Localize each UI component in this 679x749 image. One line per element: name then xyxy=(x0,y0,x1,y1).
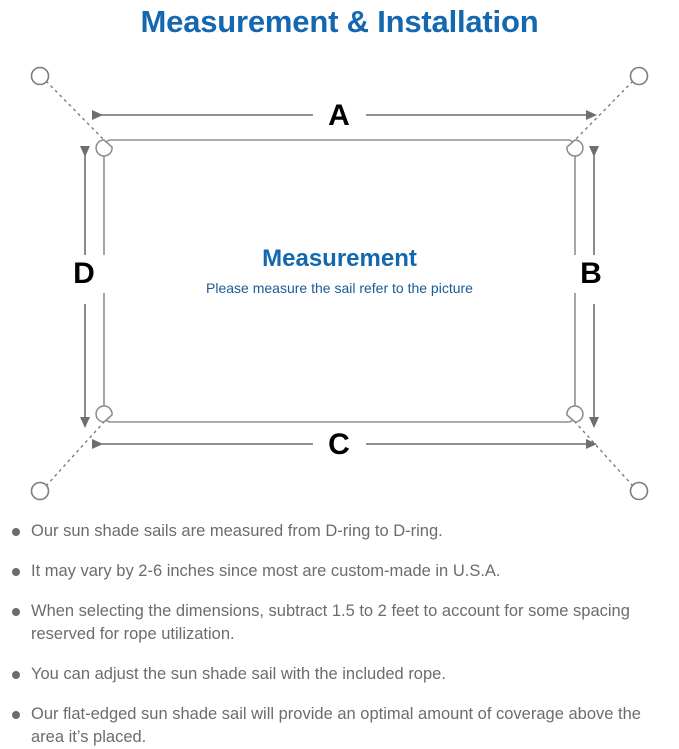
list-item-text: Our sun shade sails are measured from D-… xyxy=(31,522,443,540)
list-item: You can adjust the sun shade sail with t… xyxy=(0,663,679,686)
dimension-label-b: B xyxy=(570,255,612,293)
measurement-diagram: Measurement Please measure the sail refe… xyxy=(0,52,679,514)
diagram-center-heading: Measurement xyxy=(262,245,417,272)
list-item: When selecting the dimensions, subtract … xyxy=(0,600,679,646)
notes-list: Our sun shade sails are measured from D-… xyxy=(0,520,679,749)
bullet-icon xyxy=(12,608,20,616)
d-ring-bottom-left xyxy=(95,405,113,423)
sail-d-rings xyxy=(95,139,584,423)
diagram-center-subtext: Please measure the sail refer to the pic… xyxy=(206,280,473,296)
anchor-circle-bottom-left xyxy=(30,481,50,501)
d-ring-top-right xyxy=(566,139,584,157)
d-ring-top-left xyxy=(95,139,113,157)
list-item: Our sun shade sails are measured from D-… xyxy=(0,520,679,543)
rope-bottom-right xyxy=(574,421,634,487)
rope-top-left xyxy=(45,80,105,141)
dimension-label-c: C xyxy=(316,427,362,463)
list-item-text: Our flat-edged sun shade sail will provi… xyxy=(31,705,641,746)
anchor-circle-top-right xyxy=(629,66,649,86)
bullet-icon xyxy=(12,711,20,719)
dimension-label-a: A xyxy=(316,98,362,134)
rope-bottom-left xyxy=(45,421,105,487)
bullet-icon xyxy=(12,528,20,536)
rope-lines xyxy=(45,80,634,487)
page-title: Measurement & Installation xyxy=(140,4,539,39)
list-item: It may vary by 2-6 inches since most are… xyxy=(0,560,679,583)
list-item: Our flat-edged sun shade sail will provi… xyxy=(0,703,679,749)
anchor-circles xyxy=(30,66,649,501)
bullet-icon xyxy=(12,568,20,576)
list-item-text: You can adjust the sun shade sail with t… xyxy=(31,665,446,683)
anchor-circle-top-left xyxy=(30,66,50,86)
list-item-text: It may vary by 2-6 inches since most are… xyxy=(31,562,501,580)
d-ring-bottom-right xyxy=(566,405,584,423)
bullet-icon xyxy=(12,671,20,679)
anchor-circle-bottom-right xyxy=(629,481,649,501)
rope-top-right xyxy=(574,80,634,141)
dimension-label-d: D xyxy=(63,255,105,293)
list-item-text: When selecting the dimensions, subtract … xyxy=(31,602,630,643)
